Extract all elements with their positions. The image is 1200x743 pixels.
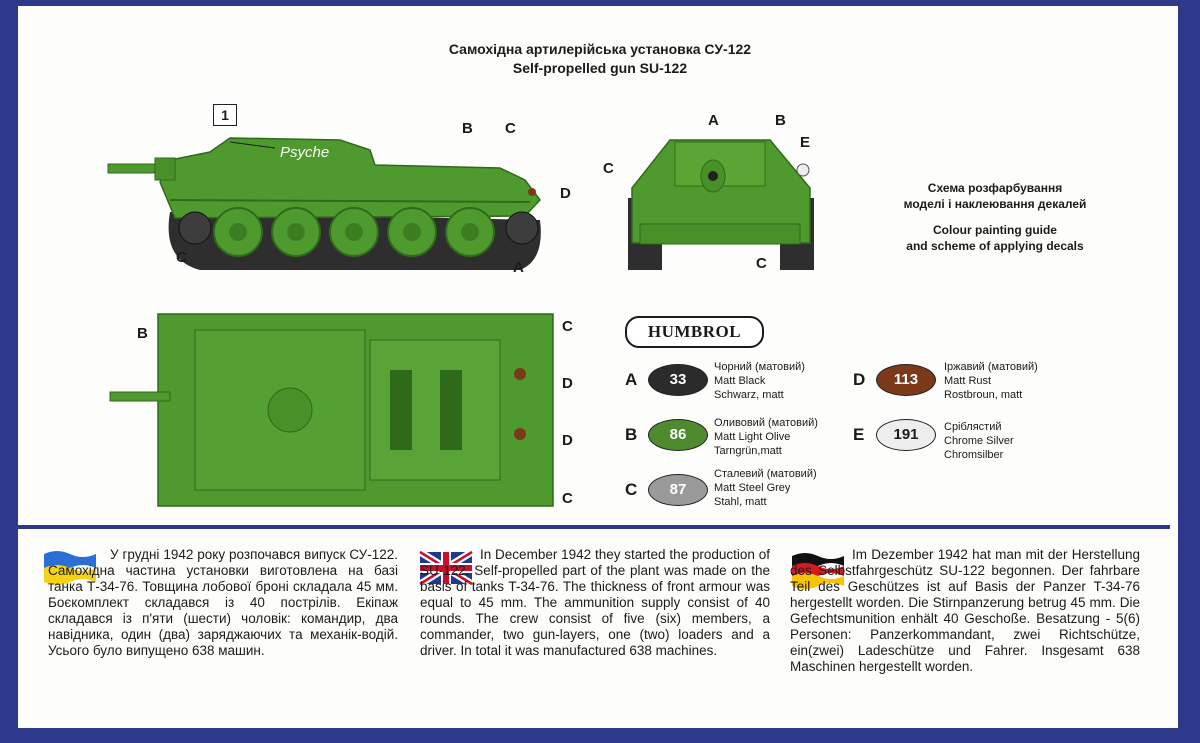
callout-c: C — [505, 120, 516, 137]
section-divider — [15, 525, 1170, 529]
paint-letter: B — [625, 425, 638, 444]
paint-letter: C — [625, 480, 638, 499]
paint-swatch: 191 — [876, 419, 936, 451]
paint-letter: D — [853, 370, 866, 389]
paint-swatch: 87 — [648, 474, 708, 506]
gun-barrel-top — [109, 391, 171, 402]
paint-name-ua: Чорний (матовий) — [714, 361, 805, 373]
paint-name-en: Chrome Silver — [944, 435, 1014, 447]
frame-border — [0, 0, 1200, 8]
paint-name-de: Schwarz, matt — [714, 389, 784, 401]
side-view-illustration: Psyche — [107, 137, 541, 270]
engine-deck — [369, 339, 501, 481]
title-english: Self-propelled gun SU-122 — [512, 60, 688, 76]
callout-d: D — [560, 185, 571, 202]
paint-name-ua: Сталевий (матовий) — [714, 468, 817, 480]
paint-name-ua: Іржавий (матовий) — [944, 361, 1038, 373]
paint-names: Оливовий (матовий) Matt Light Olive Tarn… — [714, 416, 818, 458]
ukraine-flag-icon — [44, 551, 96, 585]
grilles — [390, 370, 462, 450]
paint-names: Сталевий (матовий) Matt Steel Grey Stahl… — [714, 467, 817, 509]
title-ukrainian: Самохідна артилерійська установка СУ-122 — [448, 41, 752, 57]
paint-swatch: 86 — [648, 419, 708, 451]
paint-name-de: Chromsilber — [944, 449, 1004, 461]
callout-e: E — [800, 134, 811, 151]
gun-mantlet — [154, 157, 176, 181]
top-view-illustration — [109, 313, 554, 507]
callout-b: B — [137, 325, 148, 342]
callout-b: B — [775, 112, 786, 129]
callout-c: C — [603, 160, 614, 177]
callout-c: C — [562, 318, 573, 335]
description-ukrainian: У грудні 1942 року розпочався випуск СУ-… — [48, 547, 398, 658]
guide-english-2: and scheme of applying decals — [906, 239, 1084, 253]
guide-english-1: Colour painting guide — [933, 223, 1057, 237]
callout-c: C — [562, 490, 573, 507]
hatch — [267, 387, 313, 433]
description-german: Im Dezember 1942 hat man mit der Herstel… — [790, 547, 1140, 674]
uk-flag-icon — [418, 549, 474, 587]
paint-name-de: Tarngrün,matt — [714, 445, 782, 457]
paint-name-en: Matt Rust — [944, 375, 992, 387]
guide-ukrainian-2: моделі і наклеювання декалей — [903, 197, 1087, 211]
callout-c: C — [756, 255, 767, 272]
paint-names: Іржавий (матовий) Matt Rust Rostbroun, m… — [944, 360, 1038, 402]
paint-name-de: Stahl, matt — [714, 496, 767, 508]
paint-name-de: Rostbroun, matt — [944, 389, 1023, 401]
paint-letter: A — [625, 370, 638, 389]
decal-number: 1 — [213, 104, 237, 126]
hull — [159, 137, 541, 219]
paint-swatch: 33 — [648, 364, 708, 396]
germany-flag-icon — [792, 553, 844, 589]
exhaust — [528, 188, 536, 196]
paint-names: Сріблястий Chrome Silver Chromsilber — [944, 420, 1014, 462]
front-view-illustration — [628, 139, 814, 270]
paint-name-ua: Сріблястий — [944, 421, 1002, 433]
paint-names: Чорний (матовий) Matt Black Schwarz, mat… — [714, 360, 805, 402]
description-english: In December 1942 they started the produc… — [420, 547, 770, 658]
callout-d: D — [562, 375, 573, 392]
paint-name-en: Matt Light Olive — [714, 431, 791, 443]
callout-a: A — [513, 259, 524, 276]
callout-c: C — [176, 249, 187, 266]
drive-sprocket — [505, 211, 539, 245]
paint-swatch: 113 — [876, 364, 936, 396]
periscope — [796, 163, 810, 177]
decal-text: Psyche — [280, 144, 329, 161]
callout-d: D — [562, 432, 573, 449]
paint-letter: E — [853, 425, 865, 444]
guide-ukrainian-1: Схема розфарбування — [927, 181, 1063, 195]
paint-name-ua: Оливовий (матовий) — [714, 417, 818, 429]
paint-name-en: Matt Steel Grey — [714, 482, 791, 494]
humbrol-brand: HUMBROL — [625, 316, 764, 348]
paint-name-en: Matt Black — [714, 375, 766, 387]
painting-guide-caption: Схема розфарбування моделі і наклеювання… — [880, 180, 1110, 254]
callout-b: B — [462, 120, 473, 137]
idler-wheel — [178, 211, 212, 245]
gun-muzzle — [708, 171, 718, 181]
title-block: Самохідна артилерійська установка СУ-122… — [430, 40, 770, 78]
callout-a: A — [708, 112, 719, 129]
